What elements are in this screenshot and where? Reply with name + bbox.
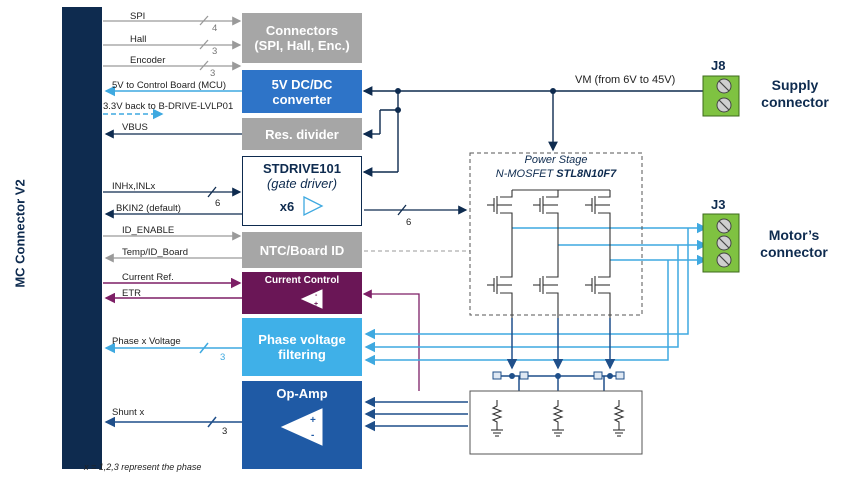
buffer-icon (303, 195, 324, 217)
inhx-label: INHx,INLx (112, 181, 156, 192)
encoder-count: 3 (210, 68, 216, 79)
phase-filter-subtitle: filtering (278, 347, 326, 362)
opamp-block: Op-Amp +- (242, 381, 362, 469)
mosfet-array (487, 189, 611, 318)
power-stage-subtitle: N-MOSFET STL8N10F7 (470, 168, 642, 180)
svg-text:+: + (310, 415, 316, 426)
res-divider-block: Res. divider (242, 118, 362, 150)
vm-label: VM (from 6V to 45V) (575, 74, 676, 86)
footnote: x = 1,2,3 represent the phase (84, 462, 202, 472)
shunt-resistor-icons (491, 400, 625, 437)
mosfet-icon (487, 190, 513, 228)
temp-id-label: Temp/ID_Board (122, 247, 189, 258)
mosfet-icon (585, 190, 611, 260)
id-enable-label: ID_ENABLE (122, 225, 175, 236)
supply-connector-icon (702, 75, 740, 117)
gate-driver-title: STDRIVE101 (262, 161, 342, 176)
power-stage-part: STL8N10F7 (556, 168, 617, 180)
shunt-switch-icons (492, 371, 625, 380)
power-stage-box (469, 152, 643, 316)
phase-filter-title: Phase voltage (258, 332, 346, 347)
motor-connector-icon (702, 213, 740, 273)
mosfet-icon (533, 190, 559, 245)
dcdc-block-title: 5V DC/DC (271, 76, 333, 92)
gate-output-wire (364, 204, 468, 216)
gate-input-wire (103, 186, 242, 198)
three-v-label: 3.3V back to B-DRIVE-LVLP01 (103, 101, 234, 112)
svg-text:-: - (315, 292, 318, 299)
motor-connector-label: Motor’s connector (760, 227, 828, 260)
svg-text:-: - (311, 430, 314, 441)
current-control-block: Current Control -+ (242, 272, 362, 314)
connectors-block: Connectors (SPI, Hall, Enc.) (242, 13, 362, 63)
mosfet-icon (487, 228, 513, 318)
connector-bus-wires (103, 15, 242, 71)
dcdc-block-subtitle: converter (272, 91, 332, 107)
connectors-block-title: Connectors (265, 23, 339, 38)
phase-voltage-wire (104, 342, 242, 354)
current-ref-label: Current Ref. (122, 272, 174, 283)
phase-count: 3 (220, 352, 226, 363)
etr-label: ETR (122, 288, 141, 299)
mc-connector-title: MC Connector V2 (12, 179, 28, 288)
gate-in-count: 6 (215, 198, 221, 209)
shunt-resistor-box (469, 390, 643, 455)
power-stage-prefix: N-MOSFET (495, 168, 557, 180)
phase-output-wires (364, 222, 708, 366)
phase-filter-block: Phase voltage filtering (242, 318, 362, 376)
hall-count: 3 (212, 46, 218, 57)
gate-out-count: 6 (406, 217, 412, 228)
j3-id: J3 (711, 197, 726, 212)
dcdc-block: 5V DC/DC converter (242, 70, 362, 113)
svg-text:+: + (314, 301, 318, 308)
mc-connector-bar (62, 7, 102, 469)
opamp-label: Op-Amp (276, 386, 328, 401)
shunt-count: 3 (222, 426, 228, 437)
comparator-icon: -+ (300, 289, 323, 309)
gate-driver-multiplier: x6 (279, 198, 295, 214)
mosfet-icon (533, 245, 559, 318)
supply-connector-label: Supply connector (761, 77, 829, 110)
vbus-label: VBUS (122, 122, 148, 133)
current-control-label: Current Control (264, 275, 340, 286)
encoder-label: Encoder (130, 55, 166, 66)
opamp-icon: +- (280, 408, 323, 446)
bkin2-label: BKIN2 (default) (116, 203, 181, 214)
res-divider-label: Res. divider (265, 126, 339, 142)
gate-driver-subtitle: (gate driver) (266, 176, 338, 191)
shunt-wire (104, 416, 242, 428)
phase-voltage-label: Phase x Voltage (112, 336, 181, 347)
j8-id: J8 (711, 58, 726, 73)
ntc-block: NTC/Board ID (242, 232, 362, 268)
five-v-label: 5V to Control Board (MCU) (112, 80, 227, 91)
gate-driver-block: STDRIVE101 (gate driver) x6 (242, 156, 362, 226)
ntc-label: NTC/Board ID (259, 242, 345, 258)
hall-label: Hall (130, 34, 147, 45)
connectors-block-subtitle: (SPI, Hall, Enc.) (254, 38, 350, 53)
spi-count: 4 (212, 23, 218, 34)
mosfet-icon (585, 260, 611, 318)
power-stage-title: Power Stage (524, 154, 588, 166)
current-control-feedback (362, 289, 420, 391)
shunt-label: Shunt x (112, 407, 145, 418)
spi-label: SPI (130, 11, 146, 22)
